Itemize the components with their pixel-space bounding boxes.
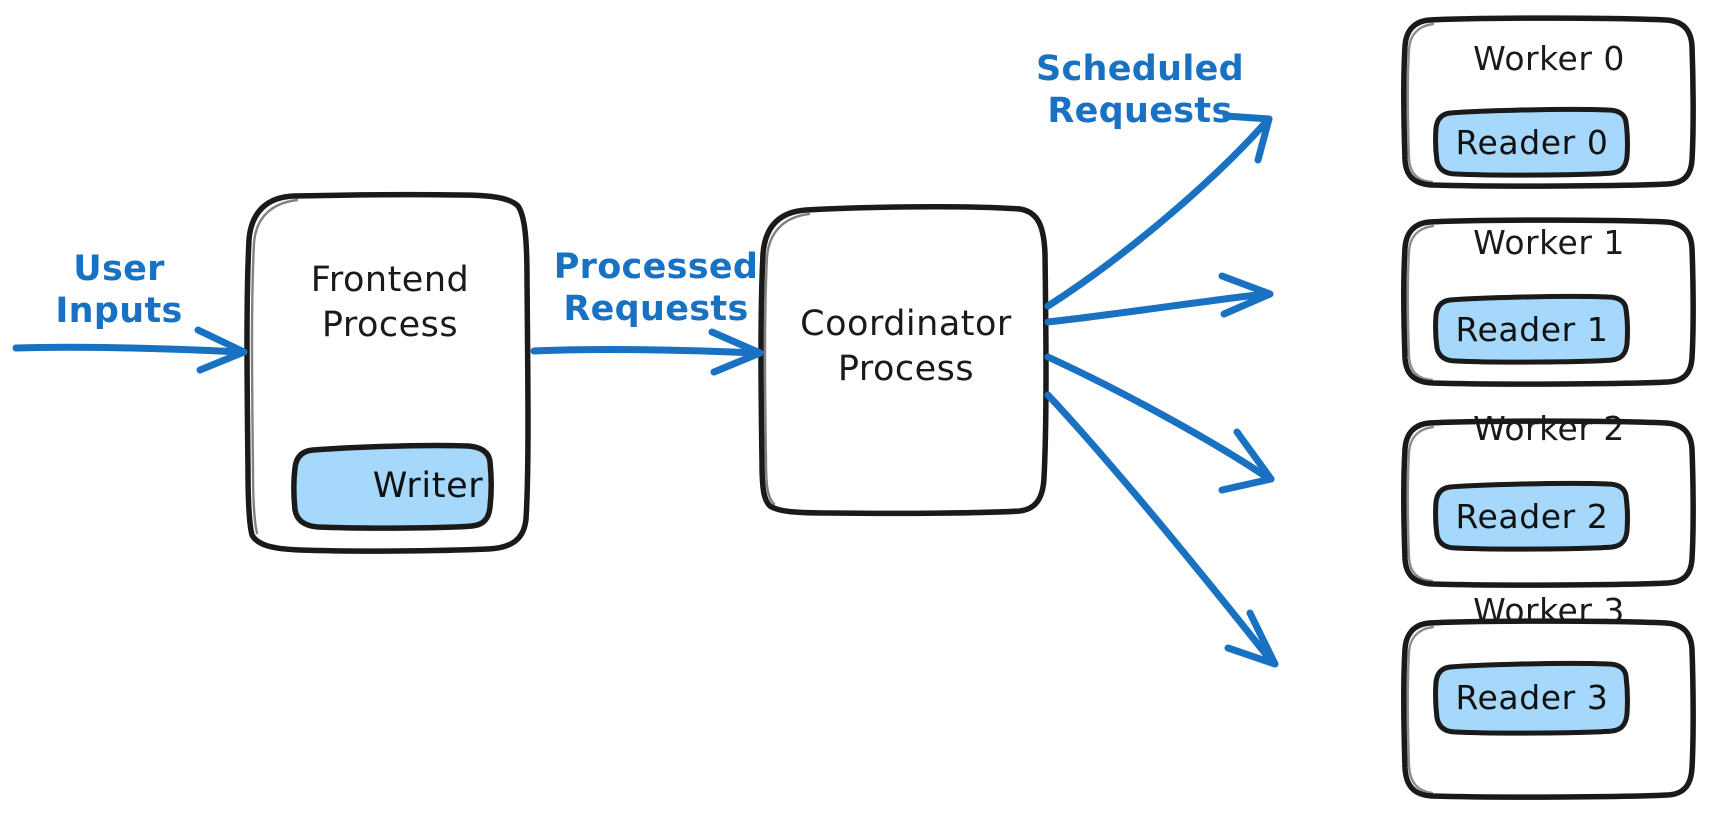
reader-1-label: Reader 1 xyxy=(1455,310,1609,349)
reader-0-label: Reader 0 xyxy=(1455,123,1609,162)
writer-label: Writer xyxy=(372,466,484,506)
arrow-processed-requests xyxy=(530,328,764,376)
arrow-coordinator-to-worker-1 xyxy=(1044,272,1274,326)
arrow-coordinator-to-worker-2 xyxy=(1044,353,1275,494)
coordinator-process-node[interactable] xyxy=(762,208,1046,514)
edge-label-processed-requests: Processed Requests xyxy=(553,247,759,329)
reader-0-node[interactable] xyxy=(1436,108,1628,176)
edge-label-user-inputs: User Inputs xyxy=(55,249,183,331)
coordinator-process-label: Coordinator Process xyxy=(800,304,1012,389)
edge-label-scheduled-requests: Scheduled Requests xyxy=(1035,49,1245,131)
worker-0-label: Worker 0 xyxy=(1473,39,1625,78)
reader-2-label: Reader 2 xyxy=(1455,497,1609,536)
reader-2-node[interactable] xyxy=(1436,482,1628,550)
reader-3-label: Reader 3 xyxy=(1455,678,1609,717)
worker-3-label: Worker 3 xyxy=(1473,591,1625,630)
arrow-coordinator-to-worker-3 xyxy=(1044,391,1279,668)
reader-3-node[interactable] xyxy=(1436,662,1628,734)
worker-2-label: Worker 2 xyxy=(1473,409,1625,448)
arrow-user-inputs xyxy=(12,326,248,374)
writer-node[interactable] xyxy=(295,445,493,529)
reader-1-node[interactable] xyxy=(1436,295,1628,363)
frontend-process-label: Frontend Process xyxy=(310,260,470,345)
arrow-coordinator-to-worker-0 xyxy=(1044,112,1273,310)
worker-1-label: Worker 1 xyxy=(1473,223,1625,262)
